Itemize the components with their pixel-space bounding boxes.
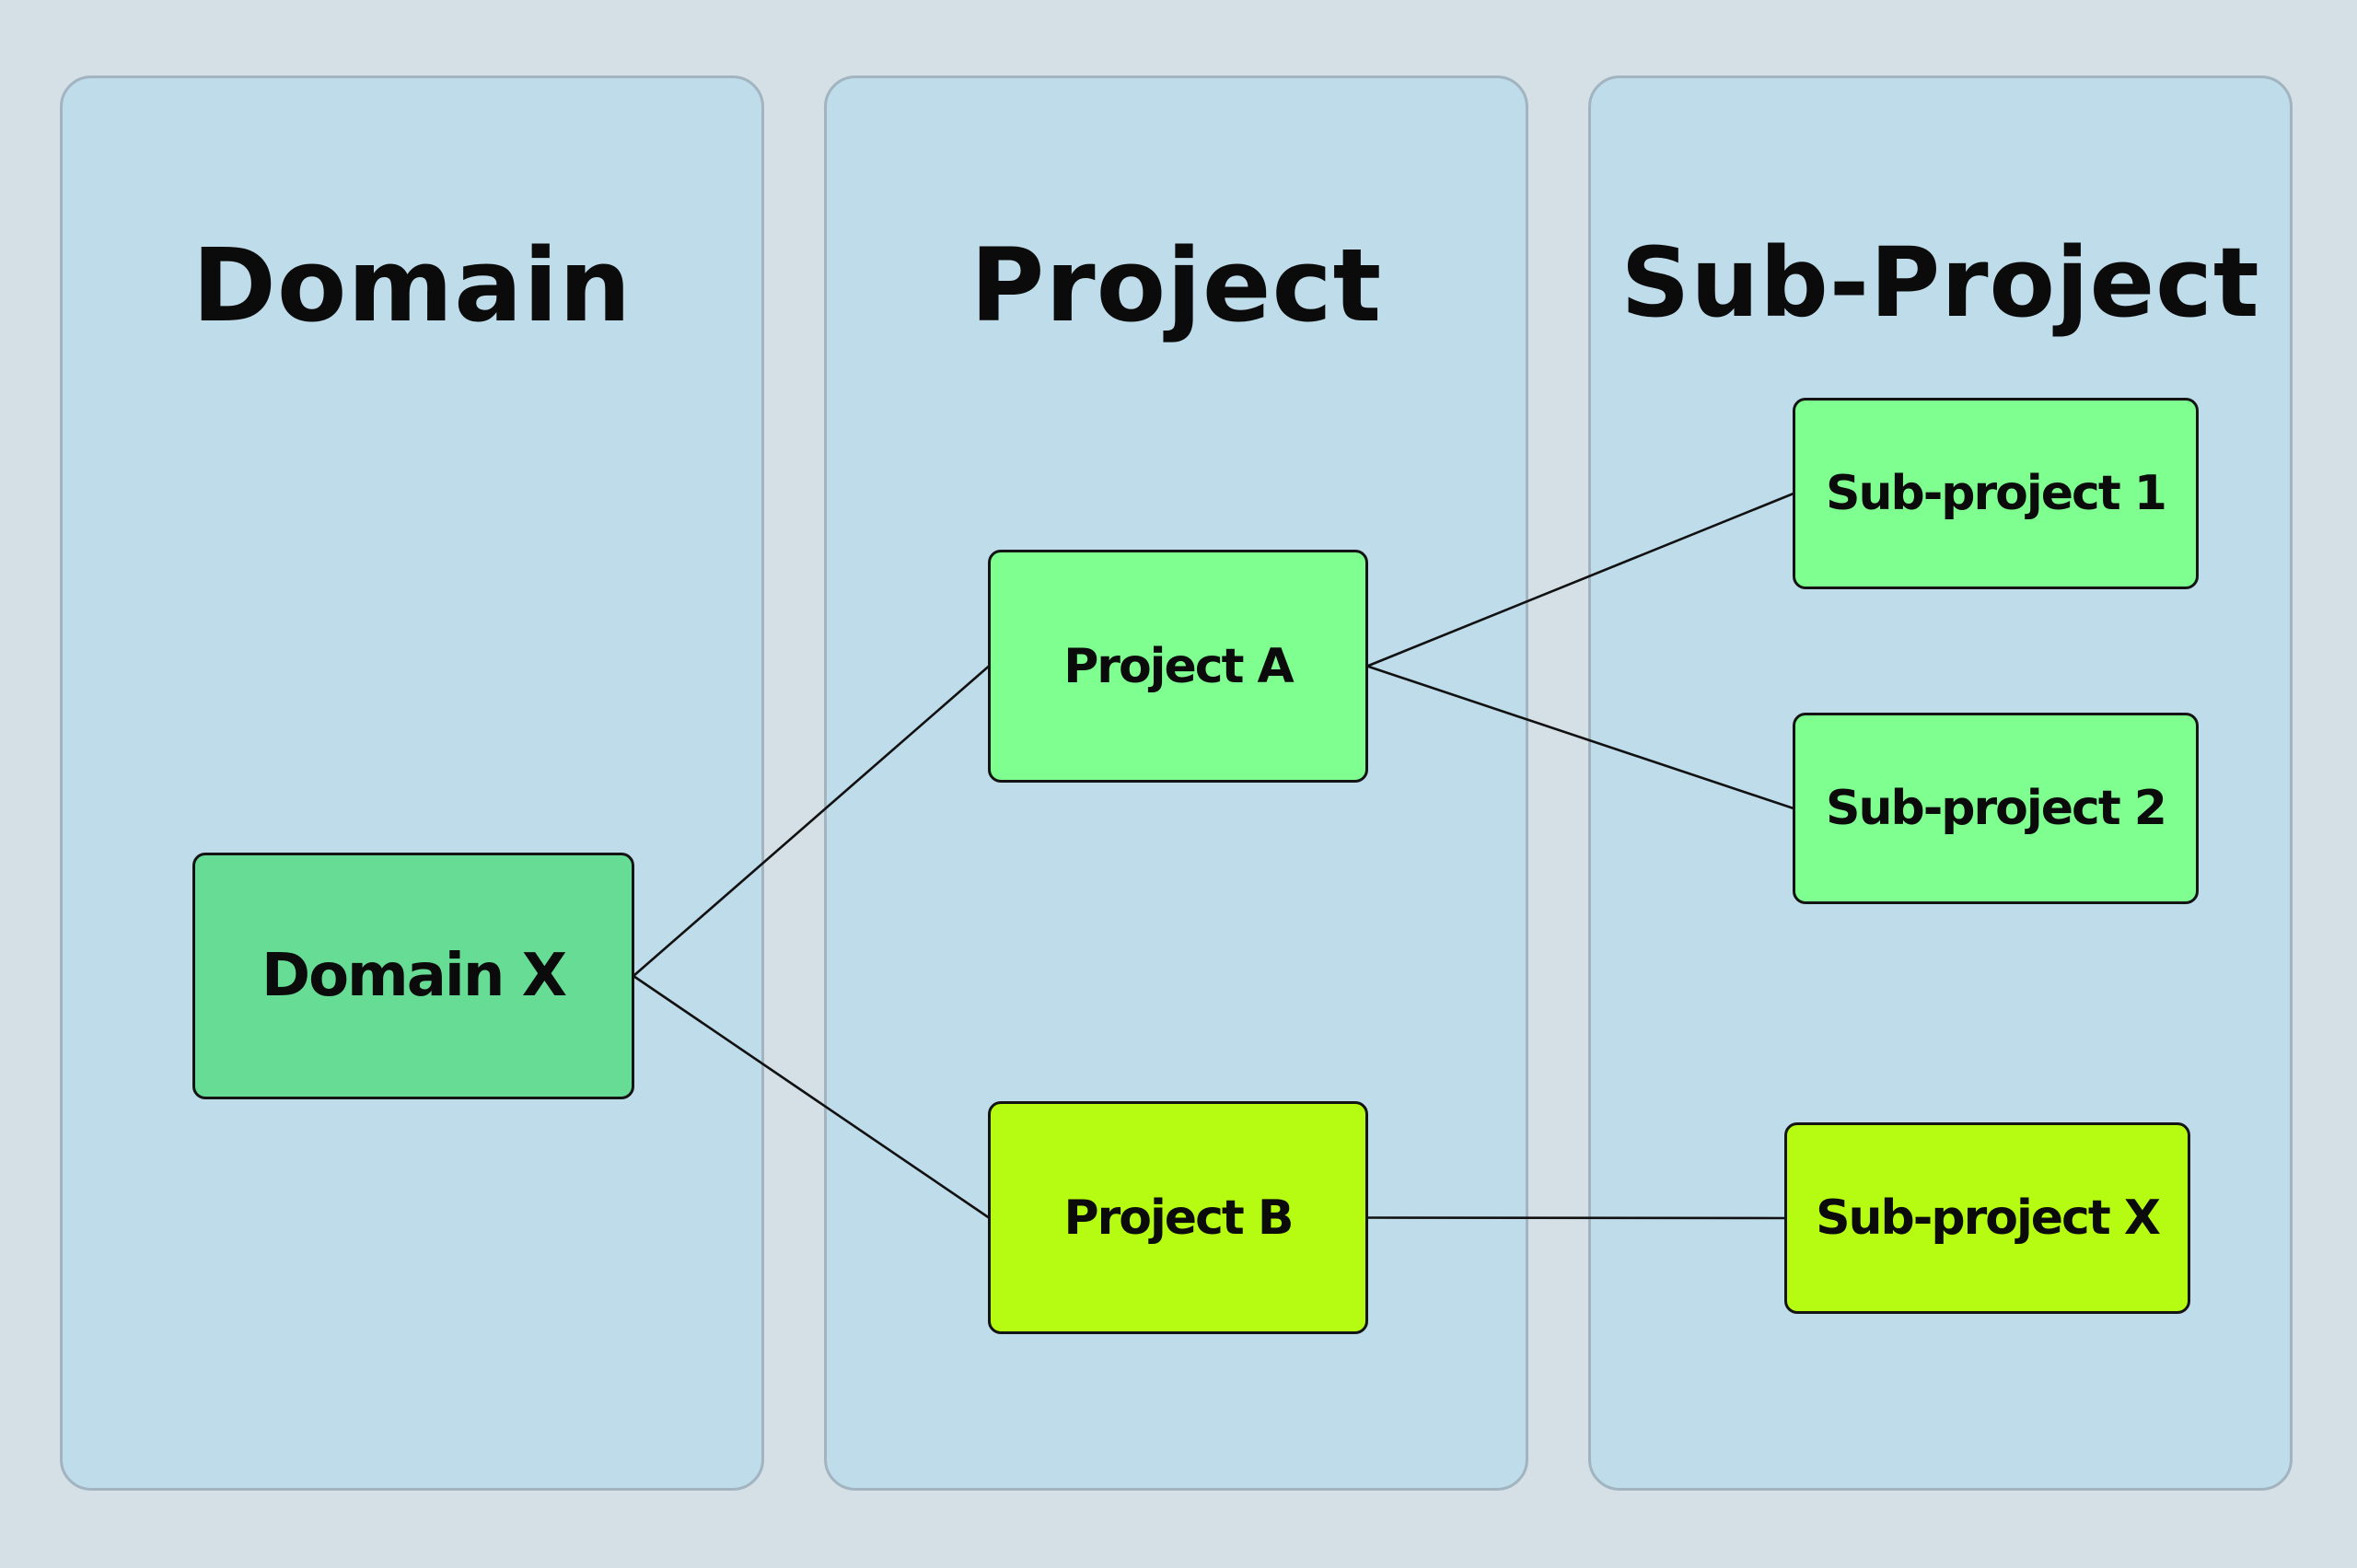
node-label-project-a: Project A xyxy=(1063,638,1295,694)
node-subproject-1[interactable]: Sub-project 1 xyxy=(1793,398,2199,589)
column-title-subproject: Sub-Project xyxy=(1620,226,2260,339)
node-label-domain-x: Domain X xyxy=(261,942,567,1010)
node-project-a[interactable]: Project A xyxy=(988,550,1368,783)
node-subproject-x[interactable]: Sub-project X xyxy=(1784,1122,2190,1314)
node-label-subproject-2: Sub-project 2 xyxy=(1826,781,2167,836)
column-title-project: Project xyxy=(970,226,1383,344)
column-domain: Domain xyxy=(60,75,764,1491)
node-label-subproject-1: Sub-project 1 xyxy=(1826,466,2167,521)
node-subproject-2[interactable]: Sub-project 2 xyxy=(1793,713,2199,904)
column-title-domain: Domain xyxy=(192,226,633,344)
node-domain-x[interactable]: Domain X xyxy=(192,853,634,1099)
node-label-project-b: Project B xyxy=(1063,1190,1295,1246)
node-label-subproject-x: Sub-project X xyxy=(1816,1191,2161,1246)
node-project-b[interactable]: Project B xyxy=(988,1101,1368,1334)
